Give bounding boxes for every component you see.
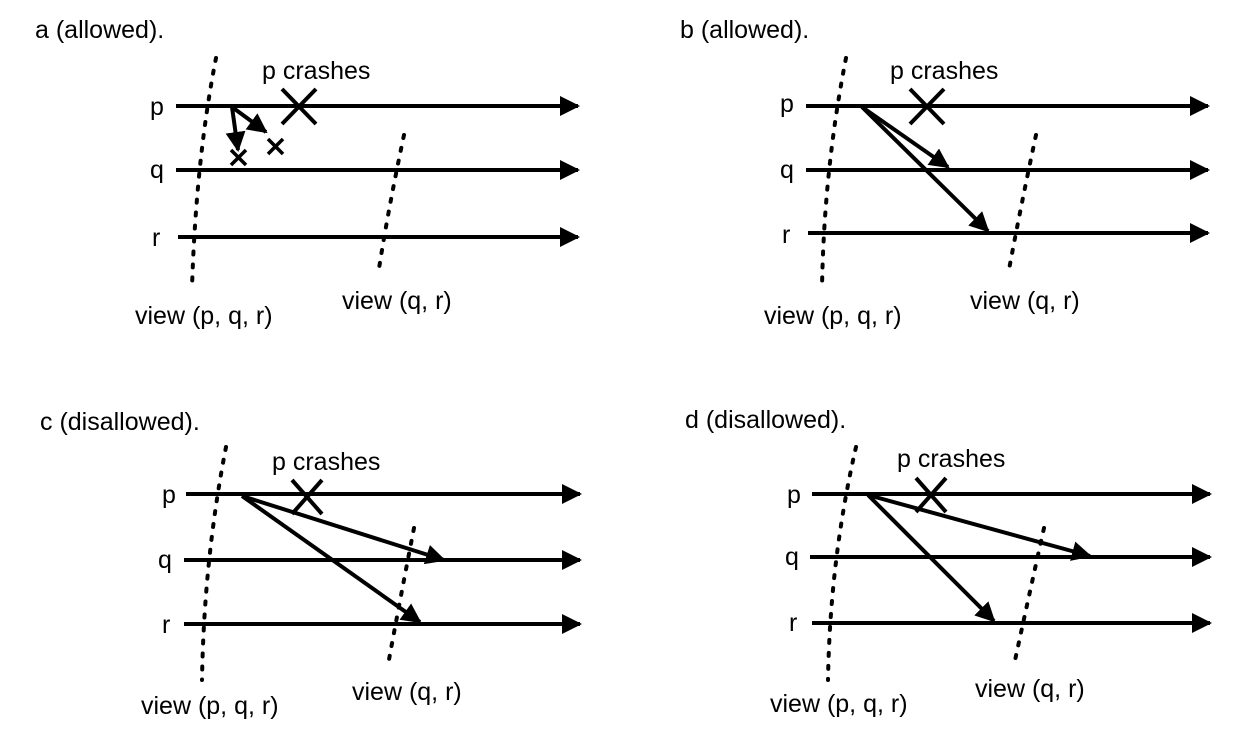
panel-a-title: a (allowed).: [35, 16, 164, 44]
panel-c-crash-mark: [290, 478, 324, 516]
panel-a-view-cut-2: [376, 133, 406, 277]
panel-b-view-label-1: view (p, q, r): [764, 302, 902, 330]
panel-a-crash-label: p crashes: [262, 57, 370, 85]
panel-a-process-p: p: [150, 93, 164, 121]
panel-c-view-label-2: view (q, r): [352, 678, 462, 706]
panel-b-view-cut-2: [1006, 133, 1038, 277]
panel-c-process-r: r: [162, 611, 170, 639]
panel-a-crash-mark: [280, 87, 318, 126]
panel-b-crash-label: p crashes: [890, 57, 998, 85]
panel-a-process-r: r: [152, 224, 160, 252]
panel-d-process-r: r: [789, 609, 797, 637]
panel-c-title: c (disallowed).: [40, 408, 200, 436]
panel-b-process-q: q: [780, 156, 794, 184]
panel-b-crash-mark: [908, 87, 946, 126]
panel-c-process-q: q: [158, 546, 172, 574]
panel-d: d (disallowed). p crashes p q r view (p,…: [685, 406, 1212, 718]
panel-b-view-label-2: view (q, r): [970, 287, 1080, 315]
panel-c-message-to-r: [240, 494, 422, 624]
panel-a-process-q: q: [150, 156, 164, 184]
panel-d-message-to-r: [866, 493, 996, 623]
panel-a-lost-message-mark-1: [229, 148, 248, 167]
panel-c-view-cut-2: [386, 526, 416, 667]
panel-c-view-label-1: view (p, q, r): [141, 692, 279, 720]
panel-b-process-p: p: [780, 90, 794, 118]
panel-c: c (disallowed). p crashes p q r view (p,…: [40, 408, 582, 720]
panel-c-process-p: p: [162, 481, 176, 509]
panel-b-title: b (allowed).: [680, 16, 809, 44]
panel-a-lost-message-mark-2: [266, 137, 285, 156]
panel-d-crash-mark: [914, 476, 948, 514]
panel-c-message-to-q: [241, 494, 446, 565]
panel-a-view-cut-1: [190, 56, 218, 290]
panel-a-message-to-q: [225, 106, 246, 152]
panel-a: a (allowed). p crashes p q r view (p, q,…: [35, 16, 580, 330]
panel-d-message-to-q: [867, 493, 1092, 561]
panel-b-message-to-r: [860, 105, 990, 233]
panel-d-process-p: p: [787, 481, 801, 509]
panel-d-crash-label: p crashes: [897, 445, 1005, 473]
panel-a-view-label-1: view (p, q, r): [135, 302, 273, 330]
panel-c-view-cut-1: [200, 445, 228, 682]
panel-d-view-cut-2: [1012, 526, 1046, 667]
panel-b-message-to-q: [860, 105, 950, 169]
panel-a-message-to-r: [230, 105, 268, 134]
panel-d-view-cut-1: [826, 445, 858, 682]
panel-d-process-q: q: [785, 543, 799, 571]
panel-b-process-r: r: [782, 221, 790, 249]
panel-b: b (allowed). p crashes p q r view (p, q,…: [680, 16, 1210, 330]
panel-d-view-label-2: view (q, r): [975, 675, 1085, 703]
panel-d-title: d (disallowed).: [685, 406, 846, 434]
panel-c-crash-label: p crashes: [272, 448, 380, 476]
panel-b-view-cut-1: [820, 56, 848, 290]
panel-a-view-label-2: view (q, r): [342, 287, 452, 315]
panel-d-view-label-1: view (p, q, r): [770, 690, 908, 718]
